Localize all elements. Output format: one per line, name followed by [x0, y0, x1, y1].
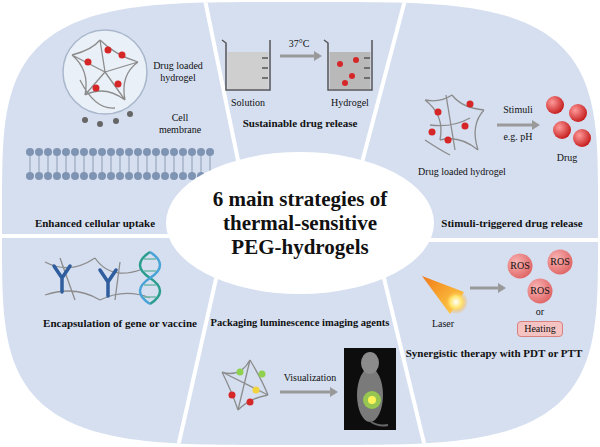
annotation-label: Drug loaded hydrogel: [418, 166, 506, 178]
strategy-sector: Stimuli-triggered drug release: [440, 216, 583, 231]
dna-strand: [140, 252, 160, 304]
strategy-sector: Synergistic therapy with PDT or PTTROSRO…: [405, 346, 584, 361]
arrow-head: [330, 387, 338, 397]
polymer-network: [425, 95, 484, 155]
drug-dot: [119, 52, 126, 59]
sector-title: Enhanced cellular uptake: [34, 216, 156, 231]
divider-line: [178, 270, 218, 447]
drug-dot: [462, 123, 469, 130]
ellipse-shape: [166, 152, 434, 294]
drug-dot: [93, 85, 100, 92]
arrow-line: [280, 55, 314, 58]
particle-dot: [113, 118, 119, 124]
annotation-label: e.g. pH: [503, 131, 532, 143]
beaker: [324, 40, 372, 90]
annotation-label: Hydrogel: [331, 97, 369, 109]
mouse-photo: [344, 348, 396, 430]
circle-shape: [527, 279, 552, 304]
drug-ball: [573, 129, 591, 147]
sector-title: Packaging luminescence imaging agents: [210, 316, 391, 330]
ros-circle: ROS: [527, 278, 553, 304]
heating-box-text: Heating: [524, 323, 556, 335]
drug-ball: [546, 96, 564, 114]
center-ellipse-text: 6 main strategies of thermal-sensitive P…: [203, 187, 398, 259]
drug-dot: [429, 129, 436, 136]
ros-circle: ROS: [507, 253, 533, 279]
strategy-sector: Packaging luminescence imaging agents: [210, 316, 391, 330]
annotation-label: or: [536, 306, 544, 318]
annotation-label: Stimuli: [503, 104, 532, 116]
strategy-sector: Sustainable drug release: [242, 116, 359, 131]
heating-box: Heating: [517, 321, 563, 337]
drug-dot: [445, 137, 452, 144]
mouse-body: [357, 368, 383, 422]
particle-dot: [82, 117, 88, 123]
strategy-sector: Enhanced cellular uptake: [34, 216, 156, 231]
mouse-tail: [370, 421, 388, 426]
lipid-tails: [29, 156, 214, 172]
sector-title: Synergistic therapy with PDT or PTT: [405, 346, 584, 361]
drug-dot: [105, 47, 112, 54]
hydrogel-sphere: [63, 30, 147, 114]
drug-ball: [553, 121, 571, 139]
annotation-label: Visualization: [284, 372, 337, 384]
arrow-line: [470, 287, 498, 290]
arrow-head: [314, 51, 322, 61]
imaging-dot: [253, 387, 260, 394]
sector-title: Encapsulation of gene or vaccine: [42, 316, 198, 331]
annotation-label: Drug loaded hydrogel: [150, 60, 206, 83]
ros-circle: ROS: [547, 249, 573, 275]
imaging-dot: [259, 371, 266, 378]
ros-circle-text: ROS: [507, 253, 533, 279]
arrow-head: [532, 120, 540, 130]
circle-shape: [507, 254, 532, 279]
dna-rungs: [144, 259, 156, 297]
ros-circle-text: ROS: [527, 278, 553, 304]
lipid-heads: [30, 172, 214, 180]
beaker: [222, 40, 270, 90]
annotation-label: Laser: [432, 318, 454, 330]
arrow-line: [497, 124, 532, 127]
drug-dot: [85, 59, 92, 66]
drug-dot: [115, 81, 122, 88]
fluorescence-glow: [363, 391, 381, 409]
mouse-head: [361, 352, 379, 374]
annotation-label: Solution: [231, 97, 265, 109]
drug-dot: [342, 80, 348, 86]
polymer-network: [222, 360, 268, 410]
sector-title: Stimuli-triggered drug release: [440, 216, 583, 231]
drug-dot: [337, 61, 343, 67]
drug-dot: [435, 109, 442, 116]
fluorescence-core: [368, 396, 376, 404]
annotation-label: Cell membrane: [157, 112, 203, 135]
drug-dot: [353, 57, 359, 63]
drug-ball: [569, 104, 587, 122]
drug-dot: [467, 101, 474, 108]
dna-strand: [140, 252, 160, 304]
particle-dot: [97, 121, 103, 127]
strategy-sector: Encapsulation of gene or vaccine: [42, 316, 198, 331]
sector-title: Sustainable drug release: [242, 116, 359, 131]
imaging-dot: [229, 392, 236, 399]
annotation-label: Drug: [557, 152, 578, 164]
particle-dot: [127, 111, 133, 117]
annotation-label: 37°C: [289, 38, 310, 50]
imaging-dot: [247, 399, 254, 406]
ros-circle-text: ROS: [547, 249, 573, 275]
polymer-network: [72, 40, 138, 108]
imaging-dot: [237, 369, 244, 376]
arrow-head: [498, 283, 506, 293]
lipid-heads: [30, 148, 214, 156]
polymer-network: [45, 258, 150, 300]
antibody-symbol: [54, 266, 116, 296]
laser-flare: [444, 290, 468, 314]
drug-dot: [349, 73, 355, 79]
circle-shape: [547, 250, 572, 275]
arrow-line: [280, 391, 330, 394]
center-ellipse: 6 main strategies of thermal-sensitive P…: [165, 151, 435, 295]
